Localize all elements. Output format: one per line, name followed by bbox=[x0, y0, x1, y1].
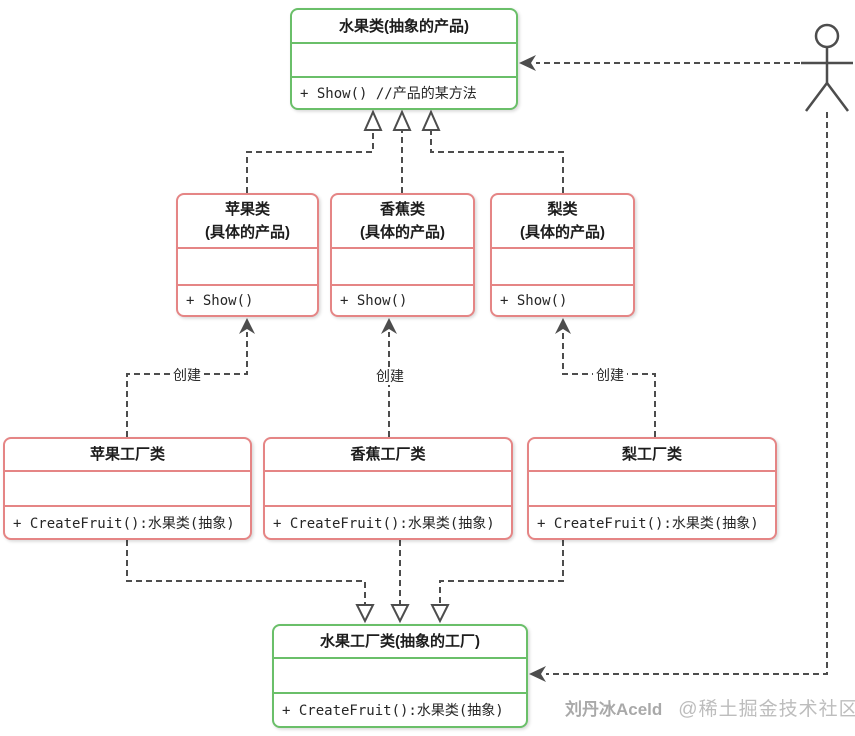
class-subtitle-text: (具体的产品) bbox=[360, 224, 445, 241]
class-title: 梨工厂类 bbox=[529, 439, 775, 470]
edge-label-create-pear: 创建 bbox=[593, 366, 627, 384]
class-title-text: 水果类(抽象的产品) bbox=[339, 17, 469, 35]
hollow-triangle-down-icon bbox=[390, 604, 410, 624]
class-title: 水果工厂类(抽象的工厂) bbox=[274, 626, 526, 657]
class-title: 水果类(抽象的产品) bbox=[292, 10, 516, 42]
dependency-edge-pear-factory bbox=[439, 540, 564, 604]
class-methods-compartment: + Show() bbox=[332, 284, 473, 315]
class-method-text: + CreateFruit():水果类(抽象) bbox=[13, 515, 235, 532]
class-attributes-compartment bbox=[492, 247, 633, 284]
watermark-author: 刘丹冰Aceld bbox=[565, 700, 663, 719]
class-title: 香蕉工厂类 bbox=[265, 439, 511, 470]
class-methods-compartment: + CreateFruit():水果类(抽象) bbox=[265, 505, 511, 538]
class-title-text: 苹果工厂类 bbox=[89, 446, 165, 463]
class-box-apple-factory: 苹果工厂类 + CreateFruit():水果类(抽象) bbox=[3, 437, 252, 540]
class-title-text: 梨类 bbox=[547, 201, 578, 218]
class-box-apple: 苹果类 (具体的产品) + Show() bbox=[176, 193, 319, 317]
class-title: 梨类 (具体的产品) bbox=[492, 195, 633, 247]
arrowhead-up-icon bbox=[381, 318, 397, 334]
actor-stick-figure bbox=[801, 23, 853, 112]
hollow-triangle-down-icon bbox=[430, 604, 450, 624]
edge-label-create-apple: 创建 bbox=[170, 366, 204, 384]
arrowhead-up-icon bbox=[555, 318, 571, 334]
actor-edge-to-abstract-factory bbox=[546, 112, 828, 675]
class-box-banana-factory: 香蕉工厂类 + CreateFruit():水果类(抽象) bbox=[263, 437, 513, 540]
class-method-text: + CreateFruit():水果类(抽象) bbox=[537, 515, 759, 532]
class-methods-compartment: + CreateFruit():水果类(抽象) bbox=[274, 692, 526, 726]
actor-edges bbox=[519, 55, 828, 682]
class-box-fruit-factory-abstract: 水果工厂类(抽象的工厂) + CreateFruit():水果类(抽象) bbox=[272, 624, 528, 728]
class-box-pear: 梨类 (具体的产品) + Show() bbox=[490, 193, 635, 317]
hollow-triangle-down-icon bbox=[355, 604, 375, 624]
dependency-edges bbox=[126, 540, 564, 624]
class-method-text: + Show() bbox=[340, 292, 408, 309]
class-title-text: 苹果类 bbox=[224, 201, 270, 218]
create-edge-apple bbox=[126, 332, 248, 437]
class-method-text: + CreateFruit():水果类(抽象) bbox=[282, 703, 504, 719]
hollow-triangle-up-icon bbox=[363, 109, 383, 131]
class-title-text: 香蕉工厂类 bbox=[350, 446, 426, 463]
class-methods-compartment: + CreateFruit():水果类(抽象) bbox=[5, 505, 250, 538]
class-method-text: + Show() bbox=[186, 292, 254, 309]
hollow-triangle-up-icon bbox=[392, 109, 412, 131]
actor-head bbox=[814, 23, 840, 49]
class-title: 苹果类 (具体的产品) bbox=[178, 195, 317, 247]
class-attributes-compartment bbox=[529, 470, 775, 505]
class-title-text: 梨工厂类 bbox=[621, 446, 682, 463]
arrowhead-up-icon bbox=[239, 318, 255, 334]
class-title-text: 香蕉类 bbox=[379, 201, 425, 218]
class-subtitle-text: (具体的产品) bbox=[520, 224, 605, 241]
class-box-fruit-abstract: 水果类(抽象的产品) + Show() //产品的某方法 bbox=[290, 8, 518, 110]
class-attributes-compartment bbox=[332, 247, 473, 284]
class-title: 苹果工厂类 bbox=[5, 439, 250, 470]
class-methods-compartment: + Show() bbox=[492, 284, 633, 315]
dependency-edge-apple-factory bbox=[126, 540, 366, 604]
class-box-banana: 香蕉类 (具体的产品) + Show() bbox=[330, 193, 475, 317]
class-attributes-compartment bbox=[265, 470, 511, 505]
realization-edges bbox=[246, 109, 564, 193]
class-methods-compartment: + Show() //产品的某方法 bbox=[292, 76, 516, 108]
class-attributes-compartment bbox=[292, 42, 516, 76]
class-title: 香蕉类 (具体的产品) bbox=[332, 195, 473, 247]
class-methods-compartment: + CreateFruit():水果类(抽象) bbox=[529, 505, 775, 538]
arrowhead-left-icon bbox=[529, 666, 546, 682]
class-attributes-compartment bbox=[5, 470, 250, 505]
class-title-text: 水果工厂类(抽象的工厂) bbox=[320, 633, 480, 650]
watermark-community: @稀土掘金技术社区 bbox=[678, 699, 855, 720]
class-box-pear-factory: 梨工厂类 + CreateFruit():水果类(抽象) bbox=[527, 437, 777, 540]
realization-edge-apple bbox=[246, 130, 374, 193]
watermark: 刘丹冰Aceld @稀土掘金技术社区 bbox=[565, 694, 855, 721]
create-edge-pear bbox=[562, 332, 656, 437]
class-attributes-compartment bbox=[178, 247, 317, 284]
arrowhead-left-icon bbox=[519, 55, 536, 71]
class-method-text: + Show() bbox=[500, 292, 568, 309]
edge-label-create-banana: 创建 bbox=[373, 367, 407, 385]
class-attributes-compartment bbox=[274, 657, 526, 692]
realization-edge-pear bbox=[430, 130, 564, 193]
class-methods-compartment: + Show() bbox=[178, 284, 317, 315]
class-method-text: + CreateFruit():水果类(抽象) bbox=[273, 515, 495, 532]
class-method-text: + Show() //产品的某方法 bbox=[300, 86, 477, 102]
actor-legs bbox=[805, 80, 849, 112]
class-subtitle-text: (具体的产品) bbox=[205, 224, 290, 241]
hollow-triangle-up-icon bbox=[421, 109, 441, 131]
